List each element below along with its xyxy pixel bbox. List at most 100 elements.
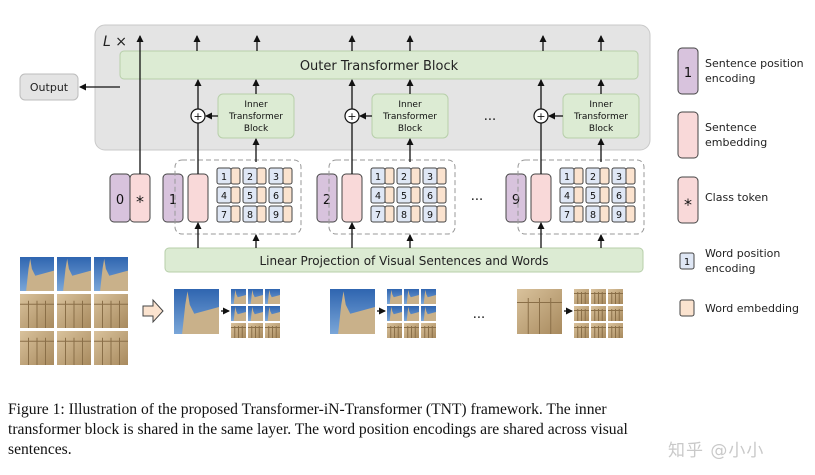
linear-projection-block: [164, 247, 644, 273]
ellipsis: ...: [473, 307, 485, 322]
visual-word-subpatch: [265, 323, 280, 338]
word-pos-encoding-label: 2: [590, 172, 596, 183]
word-embedding: [599, 205, 610, 223]
word-embedding: [573, 167, 584, 185]
legend-word-position-symbol: 1: [684, 257, 690, 268]
visual-word-subpatch: [387, 323, 402, 338]
legend-class-token-label: Class token: [705, 191, 768, 204]
inner-transformer-label: Inner: [398, 100, 422, 110]
legend-sentence-embedding-line2: embedding: [705, 136, 767, 149]
word-embedding: [256, 167, 267, 185]
image-tower: [406, 306, 419, 321]
visual-word-subpatch: [248, 306, 263, 321]
sentence-pos-encoding-label: 1: [169, 193, 177, 208]
visual-word-subpatch: [421, 306, 436, 321]
word-pos-encoding-label: 3: [273, 172, 279, 183]
visual-word-subpatch: [574, 306, 589, 321]
image-tower: [423, 306, 436, 321]
word-pos-encoding-label: 4: [564, 191, 570, 202]
legend-word-position-swatch: [679, 252, 695, 270]
visual-word-subpatch: [421, 289, 436, 304]
inner-transformer-label: Inner: [244, 100, 268, 110]
tnt-diagram-svg: L × Output Outer Transformer Block Linea…: [19, 24, 804, 365]
image-tower: [100, 258, 128, 291]
sentence-embedding: [341, 173, 363, 223]
visual-sentence-patch: [330, 289, 375, 334]
visual-word-subpatch: [265, 306, 280, 321]
inner-transformer-label: Transformer: [573, 112, 628, 122]
word-embedding: [599, 186, 610, 204]
add-node-symbol: +: [536, 110, 545, 123]
legend-word-position-line1: Word position: [705, 247, 780, 260]
input-image-patch: [57, 294, 91, 328]
word-embedding: [436, 186, 447, 204]
caption-line-1: Figure 1: Illustration of the proposed T…: [8, 401, 607, 418]
sentence-pos-encoding-label: 2: [323, 193, 331, 208]
word-pos-encoding-label: 3: [616, 172, 622, 183]
word-embedding: [625, 186, 636, 204]
visual-word-subpatch: [404, 306, 419, 321]
word-pos-encoding-label: 2: [247, 172, 253, 183]
add-node-symbol: +: [193, 110, 202, 123]
word-pos-encoding-label: 2: [401, 172, 407, 183]
input-image-patch: [94, 331, 128, 365]
visual-word-subpatch: [231, 306, 246, 321]
legend-sentence-embedding-line1: Sentence: [705, 121, 757, 134]
visual-word-subpatch: [387, 306, 402, 321]
legend-sentence-position-swatch: [677, 47, 699, 95]
image-tower: [250, 289, 263, 304]
word-embedding: [436, 167, 447, 185]
image-tower: [267, 306, 280, 321]
linear-projection-label: Linear Projection of Visual Sentences an…: [259, 254, 548, 268]
inner-transformer-label: Transformer: [228, 112, 283, 122]
word-pos-encoding-label: 1: [221, 172, 227, 183]
word-embedding: [282, 205, 293, 223]
word-embedding: [573, 205, 584, 223]
word-pos-encoding-label: 4: [375, 191, 381, 202]
word-embedding: [230, 186, 241, 204]
word-pos-encoding-label: 1: [375, 172, 381, 183]
visual-word-subpatch: [248, 289, 263, 304]
visual-word-subpatch: [404, 289, 419, 304]
legend-sentence-position-symbol: 1: [684, 66, 692, 81]
watermark: 知乎 @小小: [668, 441, 765, 461]
legend-class-token-symbol: *: [684, 195, 692, 214]
ellipsis: ...: [471, 189, 483, 204]
input-image-patch: [20, 257, 54, 291]
caption-line-2: transformer block is shared in the same …: [8, 421, 628, 438]
inner-transformer-label: Block: [244, 124, 269, 134]
input-image-patch: [94, 257, 128, 291]
word-pos-encoding-label: 5: [590, 191, 596, 202]
tnt-diagram: L × Output Outer Transformer Block Linea…: [19, 24, 804, 365]
word-embedding: [625, 167, 636, 185]
word-pos-encoding-label: 6: [616, 191, 622, 202]
outer-transformer-label: Outer Transformer Block: [300, 59, 459, 74]
word-pos-encoding-label: 8: [247, 210, 253, 221]
caption-line-3: sentences.: [8, 441, 72, 458]
visual-sentence-patch: [174, 289, 219, 334]
word-embedding: [384, 205, 395, 223]
image-tower: [267, 289, 280, 304]
word-embedding: [410, 167, 421, 185]
legend-sentence-position-line1: Sentence position: [705, 57, 804, 70]
input-image-patch: [20, 331, 54, 365]
image-tower: [26, 258, 54, 291]
word-embedding: [410, 186, 421, 204]
word-pos-encoding-label: 9: [427, 210, 433, 221]
sentence-pos-encoding-label: 9: [512, 193, 520, 208]
inner-transformer-label: Inner: [589, 100, 613, 110]
output-box: [19, 73, 79, 101]
visual-word-subpatch: [404, 323, 419, 338]
hollow-arrow: [142, 298, 164, 324]
sentence-embedding: [187, 173, 209, 223]
legend-sentence-position-line2: encoding: [705, 72, 756, 85]
input-image-patch: [57, 331, 91, 365]
image-tower: [406, 289, 419, 304]
class-pos-encoding-label: 0: [116, 193, 124, 208]
class-token-symbol: *: [136, 192, 144, 211]
visual-sentence-patch: [517, 289, 562, 334]
word-pos-encoding-label: 8: [590, 210, 596, 221]
word-pos-encoding-label: 4: [221, 191, 227, 202]
word-group-dashed-box: [328, 159, 456, 235]
word-pos-encoding-label: 7: [564, 210, 570, 221]
